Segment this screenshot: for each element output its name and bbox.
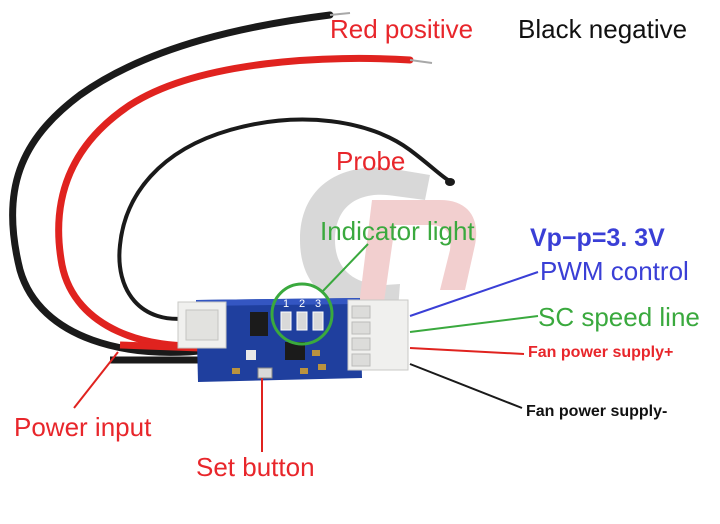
label-sc-speed-line: SC speed line (538, 302, 700, 332)
label-set-button: Set button (196, 452, 315, 482)
watermark-logo (300, 167, 477, 330)
label-power-input: Power input (14, 412, 152, 442)
fan-plus-leader (409, 347, 525, 355)
black-wire-tip (329, 12, 351, 16)
sc-leader (409, 315, 539, 333)
pwm-leader (409, 271, 539, 317)
fan-minus-leader (409, 363, 523, 409)
power-input-leader (73, 351, 119, 409)
label-black-negative: Black negative (518, 14, 688, 44)
mcu-chip (285, 342, 305, 360)
pcb-board (177, 298, 409, 382)
red-wire-tip (409, 59, 433, 64)
indicator-leader (321, 243, 369, 293)
indicator-highlight-circle (270, 282, 334, 346)
label-red-positive: Red positive (330, 14, 474, 44)
led-number-1: 1 (283, 298, 289, 310)
set-button-part (257, 367, 273, 379)
black-wire-long (9, 11, 334, 356)
label-fan-power-minus: Fan power supply- (526, 403, 668, 420)
label-fan-power-plus: Fan power supply+ (528, 344, 674, 361)
label-pwm-control: PWM control (540, 256, 689, 286)
label-probe: Probe (336, 146, 406, 176)
label-vpp: Vp−p=3. 3V (530, 224, 665, 252)
led-number-2: 2 (299, 298, 305, 310)
probe-tip (445, 178, 455, 186)
red-wire-long (55, 54, 414, 350)
label-indicator-light: Indicator light (320, 216, 475, 246)
led-number-3: 3 (315, 298, 321, 310)
probe-wire (117, 117, 450, 321)
indicator-leds (280, 311, 324, 331)
